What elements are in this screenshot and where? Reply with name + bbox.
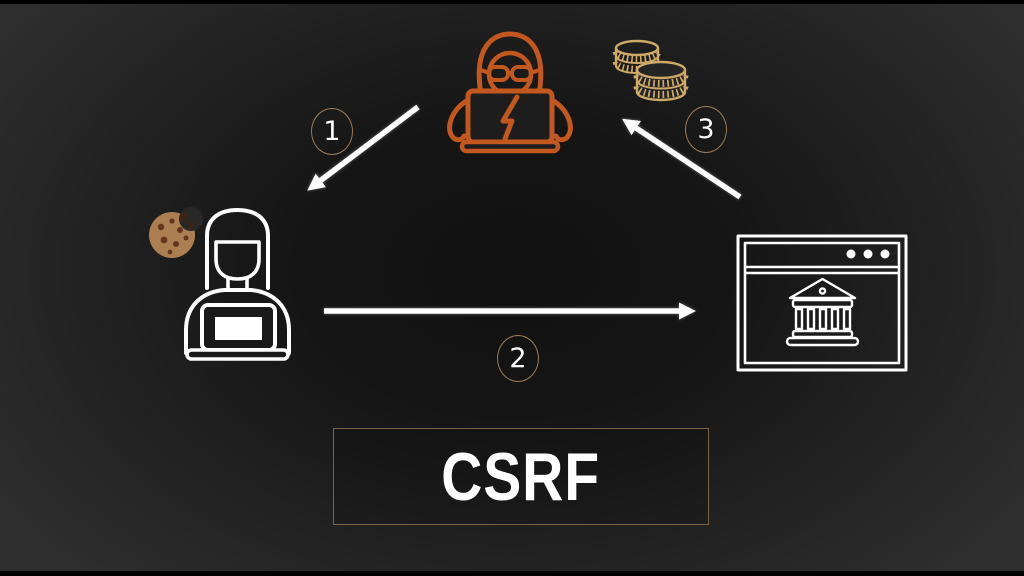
browser-inner-frame xyxy=(743,241,901,365)
title-box: CSRF xyxy=(333,428,709,525)
letterbox-bottom xyxy=(0,571,1024,576)
bank-icon xyxy=(785,277,860,347)
cookie-crumb-1 xyxy=(179,212,189,222)
bank-column-1 xyxy=(794,307,804,331)
browser-dot-1 xyxy=(846,249,856,259)
bank-stylobate xyxy=(791,329,854,339)
bank-column-5 xyxy=(842,307,852,331)
browser-dot-2 xyxy=(863,249,873,259)
bank-roof-window xyxy=(818,287,827,295)
arrow-step1 xyxy=(307,104,420,191)
lightning-bolt-icon xyxy=(500,94,520,142)
hacker-laptop-screen xyxy=(465,88,555,145)
hacker-at-laptop-icon xyxy=(447,31,573,154)
letterbox-top xyxy=(0,0,1024,4)
hacker-laptop-base xyxy=(459,139,561,154)
bank-architrave xyxy=(791,298,854,309)
user-shoulders xyxy=(184,288,291,355)
step-3-badge: 3 xyxy=(685,106,727,153)
user-laptop-base xyxy=(185,348,290,361)
step-1-number: 1 xyxy=(323,116,341,147)
step-3-number: 3 xyxy=(697,114,715,145)
bank-browser-window-icon xyxy=(736,234,908,372)
hacker-right-arm xyxy=(549,97,573,143)
browser-dot-3 xyxy=(880,249,890,259)
step-1-badge: 1 xyxy=(311,108,353,155)
back-coin-top xyxy=(614,39,660,57)
bank-roof xyxy=(788,277,857,300)
browser-outer-frame xyxy=(736,234,908,372)
back-coin-ribs-1 xyxy=(612,51,662,63)
front-coin-top xyxy=(635,60,687,80)
hacker-left-arm xyxy=(447,97,471,143)
bank-column-2 xyxy=(806,307,816,331)
step-2-badge: 2 xyxy=(497,335,539,382)
hacker-glasses-left xyxy=(487,65,510,82)
bank-base xyxy=(785,336,860,347)
cookie-crumb-2 xyxy=(186,221,195,230)
hacker-glasses-bridge xyxy=(479,68,541,75)
browser-titlebar-divider xyxy=(745,265,899,275)
user-laptop-display xyxy=(215,317,262,340)
user-at-laptop-icon xyxy=(184,208,291,361)
page-title: CSRF xyxy=(441,438,601,515)
user-face xyxy=(214,240,261,281)
arrow-step3 xyxy=(622,118,742,200)
user-hair xyxy=(205,208,270,290)
hacker-glasses-right xyxy=(510,65,533,82)
step-2-number: 2 xyxy=(509,343,527,374)
hacker-hood xyxy=(476,31,544,97)
coin-stacks-icon xyxy=(612,39,689,102)
cookie-bite xyxy=(179,207,203,231)
bank-column-4 xyxy=(830,307,840,331)
bitten-cookie-icon xyxy=(149,207,203,258)
bank-column-3 xyxy=(818,307,828,331)
